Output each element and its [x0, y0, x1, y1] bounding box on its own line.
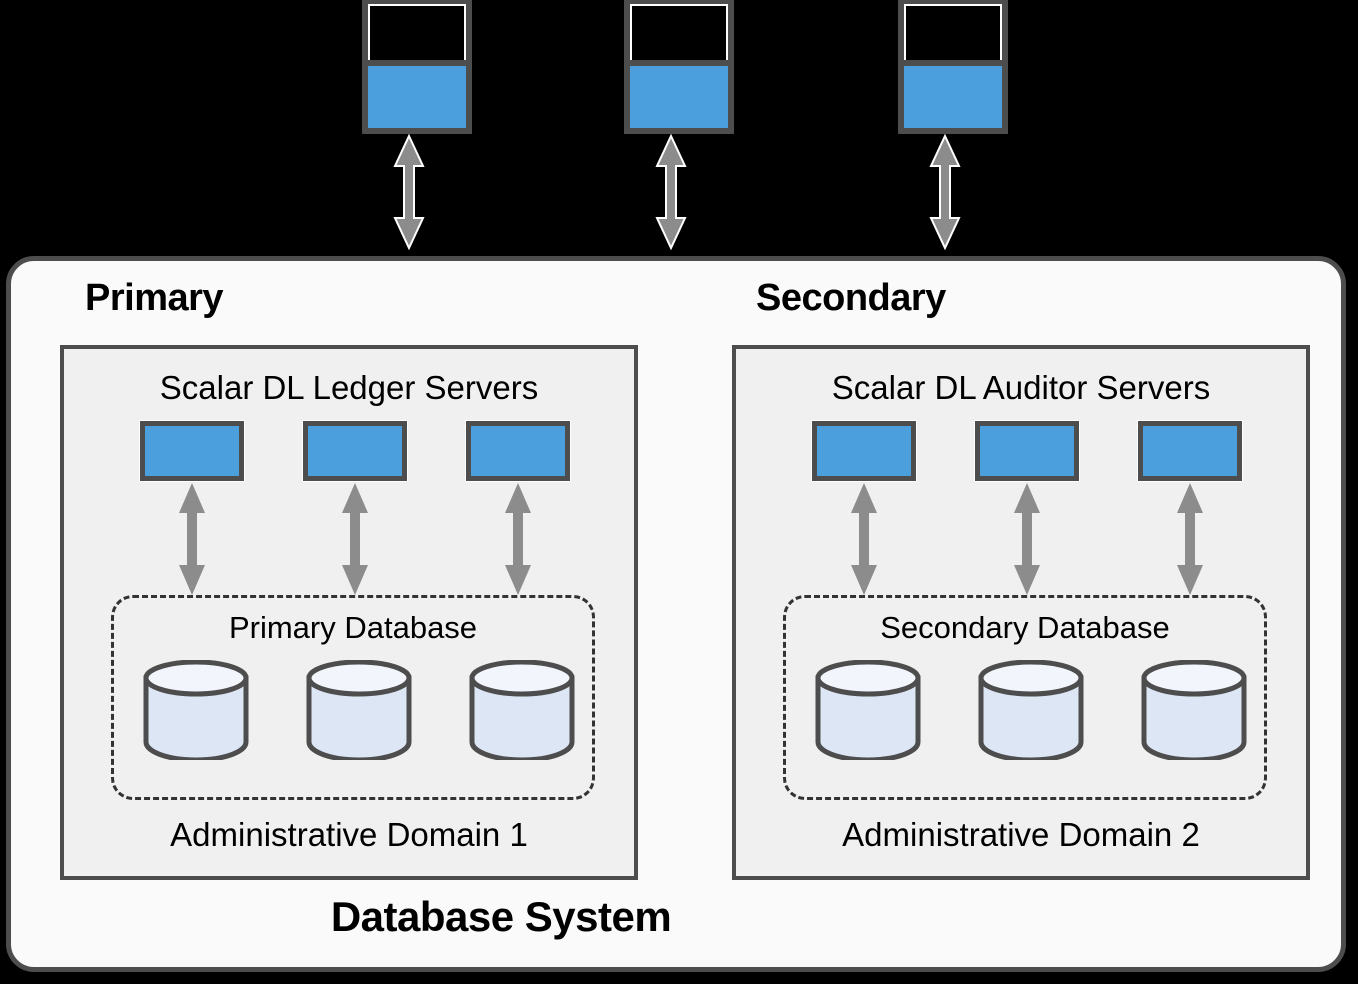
administrative-domain-1-label: Administrative Domain 1 — [170, 816, 528, 853]
database-cylinder-icon-4[interactable] — [813, 660, 923, 760]
client-terminal-3[interactable] — [898, 0, 1008, 134]
primary-database-label: Primary Database — [228, 610, 478, 645]
client-terminal-1[interactable] — [362, 0, 472, 134]
administrative-domain-2-label: Administrative Domain 2 — [842, 816, 1200, 853]
database-cylinder-icon-3[interactable] — [467, 660, 577, 760]
secondary-database-label: Secondary Database — [880, 610, 1170, 645]
connector-auditor-2-to-db — [1010, 482, 1044, 596]
section-heading-primary: Primary — [85, 277, 224, 319]
client-screen-icon — [898, 0, 1008, 68]
ledger-servers-label: Scalar DL Ledger Servers — [159, 369, 539, 406]
auditor-server-1[interactable] — [811, 420, 917, 482]
database-system-container: Primary Secondary Scalar DL Ledger Serve… — [6, 256, 1346, 972]
connector-auditor-3-to-db — [1173, 482, 1207, 596]
client-body-icon — [362, 60, 472, 134]
client-body-icon — [898, 60, 1008, 134]
administrative-domain-1-panel[interactable]: Scalar DL Ledger Servers — [60, 345, 638, 880]
database-cylinder-icon-2[interactable] — [304, 660, 414, 760]
client-screen-icon — [624, 0, 734, 68]
connector-client-2-to-system — [654, 134, 688, 250]
database-cylinder-icon-1[interactable] — [141, 660, 251, 760]
ledger-server-2[interactable] — [302, 420, 408, 482]
database-system-title: Database System — [330, 893, 672, 940]
ledger-server-row — [64, 420, 634, 482]
connector-ledger-1-to-db — [175, 482, 209, 596]
connector-auditor-1-to-db — [847, 482, 881, 596]
client-screen-icon — [362, 0, 472, 68]
auditor-servers-label: Scalar DL Auditor Servers — [831, 369, 1211, 406]
connector-ledger-2-to-db — [338, 482, 372, 596]
auditor-server-3[interactable] — [1137, 420, 1243, 482]
database-cylinder-icon-6[interactable] — [1139, 660, 1249, 760]
primary-database-group[interactable]: Primary Database — [111, 595, 595, 800]
client-terminal-2[interactable] — [624, 0, 734, 134]
section-heading-secondary: Secondary — [756, 277, 946, 319]
ledger-server-3[interactable] — [465, 420, 571, 482]
connector-client-1-to-system — [392, 134, 426, 250]
connector-client-3-to-system — [928, 134, 962, 250]
auditor-server-2[interactable] — [974, 420, 1080, 482]
database-cylinder-icon-5[interactable] — [976, 660, 1086, 760]
administrative-domain-2-panel[interactable]: Scalar DL Auditor Servers — [732, 345, 1310, 880]
connector-ledger-3-to-db — [501, 482, 535, 596]
auditor-server-row — [736, 420, 1306, 482]
client-body-icon — [624, 60, 734, 134]
ledger-server-1[interactable] — [139, 420, 245, 482]
secondary-database-group[interactable]: Secondary Database — [783, 595, 1267, 800]
